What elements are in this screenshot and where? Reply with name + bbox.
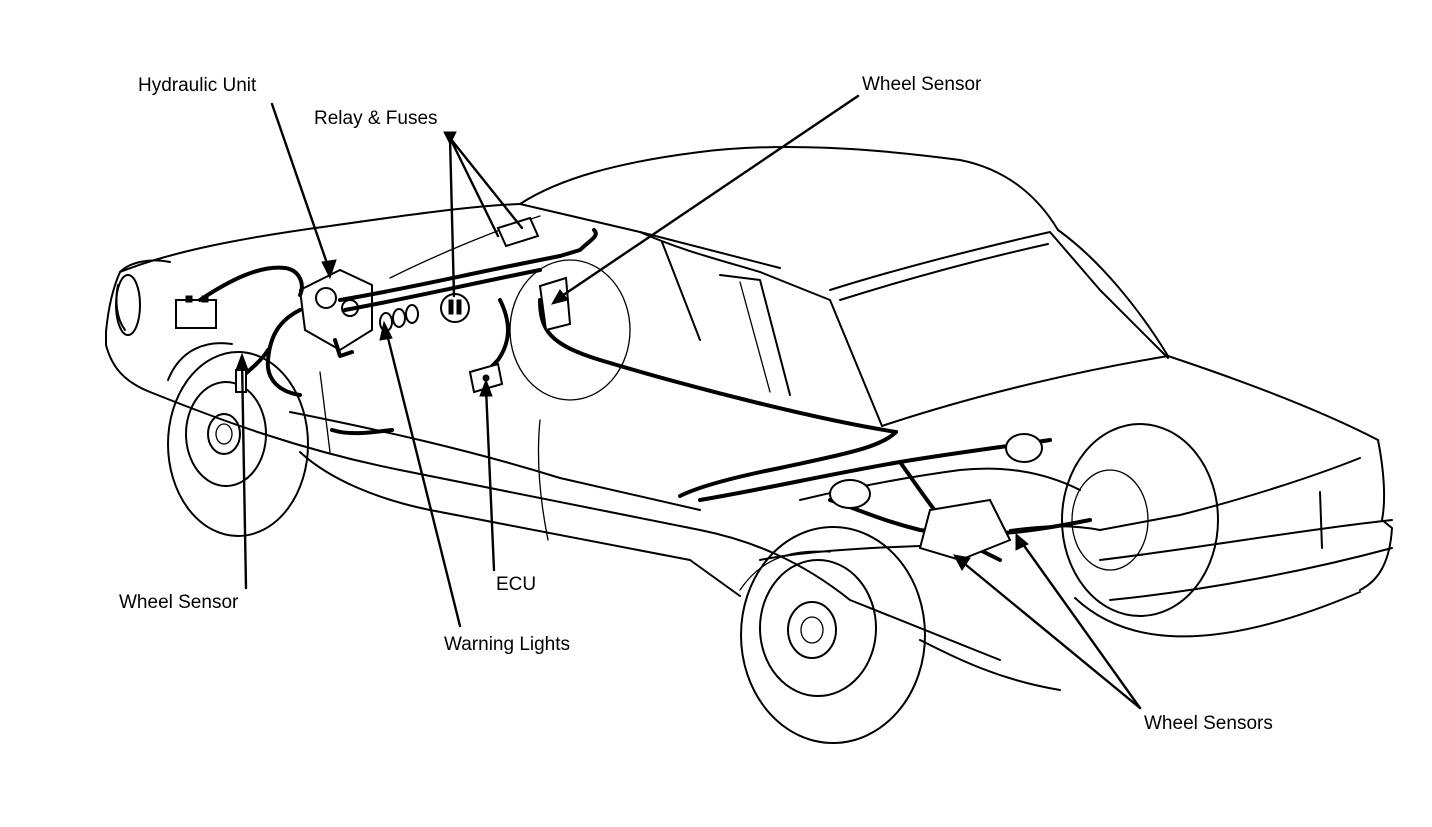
label-relay-fuses: Relay & Fuses <box>314 108 438 129</box>
hydraulic-unit-icon <box>298 268 373 358</box>
car-body <box>105 145 1393 691</box>
warning-lights-icon <box>379 304 419 332</box>
front-sensor-icon <box>235 369 247 393</box>
front-wheel-far-side <box>509 259 631 401</box>
fuse-box-icon <box>496 216 540 248</box>
relay-icon <box>440 293 470 323</box>
rear-axle <box>759 433 1101 562</box>
label-wheel-sensors: Wheel Sensors <box>1144 713 1273 734</box>
rear-wheel-far-side <box>1061 423 1219 617</box>
battery-icon <box>175 295 217 329</box>
brake-booster-icon <box>538 276 572 332</box>
leader-lines <box>235 94 1142 710</box>
label-wheel-sensor-top: Wheel Sensor <box>862 74 982 95</box>
label-warning-lights: Warning Lights <box>444 634 571 655</box>
front-wheel <box>167 342 309 537</box>
label-wheel-sensor-left: Wheel Sensor <box>119 592 239 613</box>
label-hydraulic-unit: Hydraulic Unit <box>138 75 257 96</box>
label-ecu: ECU <box>496 574 537 595</box>
ecu-icon <box>468 362 504 394</box>
